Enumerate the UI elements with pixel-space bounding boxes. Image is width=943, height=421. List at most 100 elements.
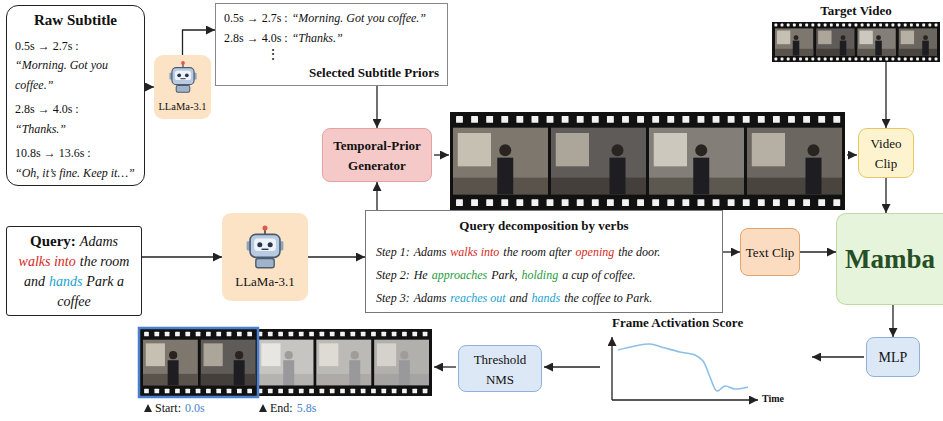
sprocket-hole	[456, 116, 463, 123]
sprocket-hole	[922, 57, 925, 60]
sprocket-hole	[833, 199, 840, 206]
sprocket-hole	[637, 116, 644, 123]
sprocket-hole	[698, 116, 705, 123]
sprocket-hole	[861, 23, 864, 26]
sprocket-hole	[916, 57, 919, 60]
sprocket-hole	[682, 199, 689, 206]
sprocket-hole	[216, 389, 221, 394]
target-film-strip-group	[772, 22, 940, 62]
sprocket-hole	[577, 199, 584, 206]
frame-floor	[816, 48, 854, 55]
frame-background	[899, 28, 937, 55]
text-line: Step 2: He approaches Park, holding a cu…	[376, 262, 712, 285]
subtitle-box: Raw Subtitle 0.5s → 2.7s :“Morning. Got y…	[6, 5, 145, 186]
sprocket-hole	[667, 199, 674, 206]
sprocket-hole	[861, 57, 864, 60]
sprocket-hole	[289, 389, 294, 394]
sprocket-hole	[867, 57, 870, 60]
text-line: 0.5s → 2.7s :	[15, 35, 136, 55]
robot-head	[250, 234, 280, 257]
text-line: Step 3: Adams reaches out and hands the …	[376, 285, 712, 308]
sprocket-hole	[562, 116, 569, 123]
sprocket-hole	[867, 23, 870, 26]
person-body	[840, 40, 847, 55]
sprocket-hole	[830, 57, 833, 60]
strip-band	[140, 329, 432, 396]
sprocket-hole	[361, 389, 366, 394]
node-text: Mamba	[845, 244, 935, 274]
sprocket-hole	[787, 57, 790, 60]
faded-frame-overlay	[259, 340, 314, 386]
text-line: Target Video	[772, 0, 940, 20]
clip-film-strip	[450, 112, 845, 210]
video-frame	[816, 28, 854, 55]
sprocket-hole	[144, 332, 149, 337]
sprocket-hole	[412, 389, 417, 394]
sprocket-hole	[381, 332, 386, 337]
flow-arrow	[434, 154, 449, 155]
sprocket-hole	[471, 116, 478, 123]
sprocket-hole	[904, 57, 907, 60]
sprocket-hole	[848, 23, 851, 26]
person-body	[234, 360, 245, 385]
robot-mouth	[180, 78, 185, 79]
sprocket-hole	[818, 57, 821, 60]
sprocket-hole	[423, 332, 428, 337]
activation-curve	[618, 344, 748, 391]
sprocket-hole	[531, 199, 538, 206]
chart-x-axis	[612, 399, 758, 400]
frame-window	[859, 30, 872, 44]
sprocket-hole	[652, 199, 659, 206]
frame-background	[816, 28, 854, 55]
node-text: a cup of coffee.	[562, 268, 635, 282]
text-line: Step 1: Adams walks into the room after …	[376, 239, 712, 262]
video-frame	[259, 340, 314, 386]
sprocket-hole	[667, 116, 674, 123]
sprocket-hole	[682, 116, 689, 123]
sprocket-hole	[361, 332, 366, 337]
sprocket-hole	[227, 332, 232, 337]
node-text: Selected Subtitle Priors	[309, 65, 439, 80]
query-box: Query: Adams walks into the room and han…	[6, 226, 142, 316]
frame-floor	[747, 178, 842, 195]
sprocket-hole	[898, 23, 901, 26]
sprocket-hole	[154, 389, 159, 394]
llm-box: LLaMa-3.1	[154, 55, 211, 119]
sprocket-hole	[818, 23, 821, 26]
connector	[885, 62, 886, 128]
sprocket-hole	[330, 332, 335, 337]
sprocket-hole	[781, 57, 784, 60]
robot-eye	[257, 242, 262, 247]
connector	[376, 86, 377, 128]
person-body	[922, 40, 929, 55]
strip-band	[772, 22, 940, 62]
frame-window	[901, 30, 914, 44]
text-line: “Morning. Got you coffee.”	[15, 54, 136, 93]
robot-icon	[242, 224, 288, 270]
llm-box: LLaMa-3.1	[222, 213, 308, 301]
video-frame	[453, 128, 548, 195]
sprocket-hole	[830, 23, 833, 26]
sprocket-hole	[268, 332, 273, 337]
sprocket-hole	[320, 332, 325, 337]
frame-window	[752, 133, 785, 166]
flow-arrow	[847, 154, 857, 155]
sprocket-hole	[805, 23, 808, 26]
sprocket-hole	[299, 332, 304, 337]
robot-antenna-tip	[262, 225, 267, 230]
sprocket-hole	[803, 116, 810, 123]
sprocket-hole	[848, 57, 851, 60]
node-text: Raw Subtitle	[34, 12, 117, 28]
connector	[145, 86, 154, 87]
text-line: Threshold NMS	[462, 349, 538, 388]
sprocket-hole	[402, 332, 407, 337]
frame-background	[747, 128, 842, 195]
text-line: Query: Adams walks into the room and han…	[13, 231, 135, 311]
sprocket-hole	[799, 57, 802, 60]
person-head	[169, 351, 177, 359]
person-head	[876, 35, 881, 40]
connector	[800, 251, 836, 252]
video-frame	[858, 28, 896, 55]
frame-window	[777, 30, 790, 44]
person-head	[235, 351, 243, 359]
